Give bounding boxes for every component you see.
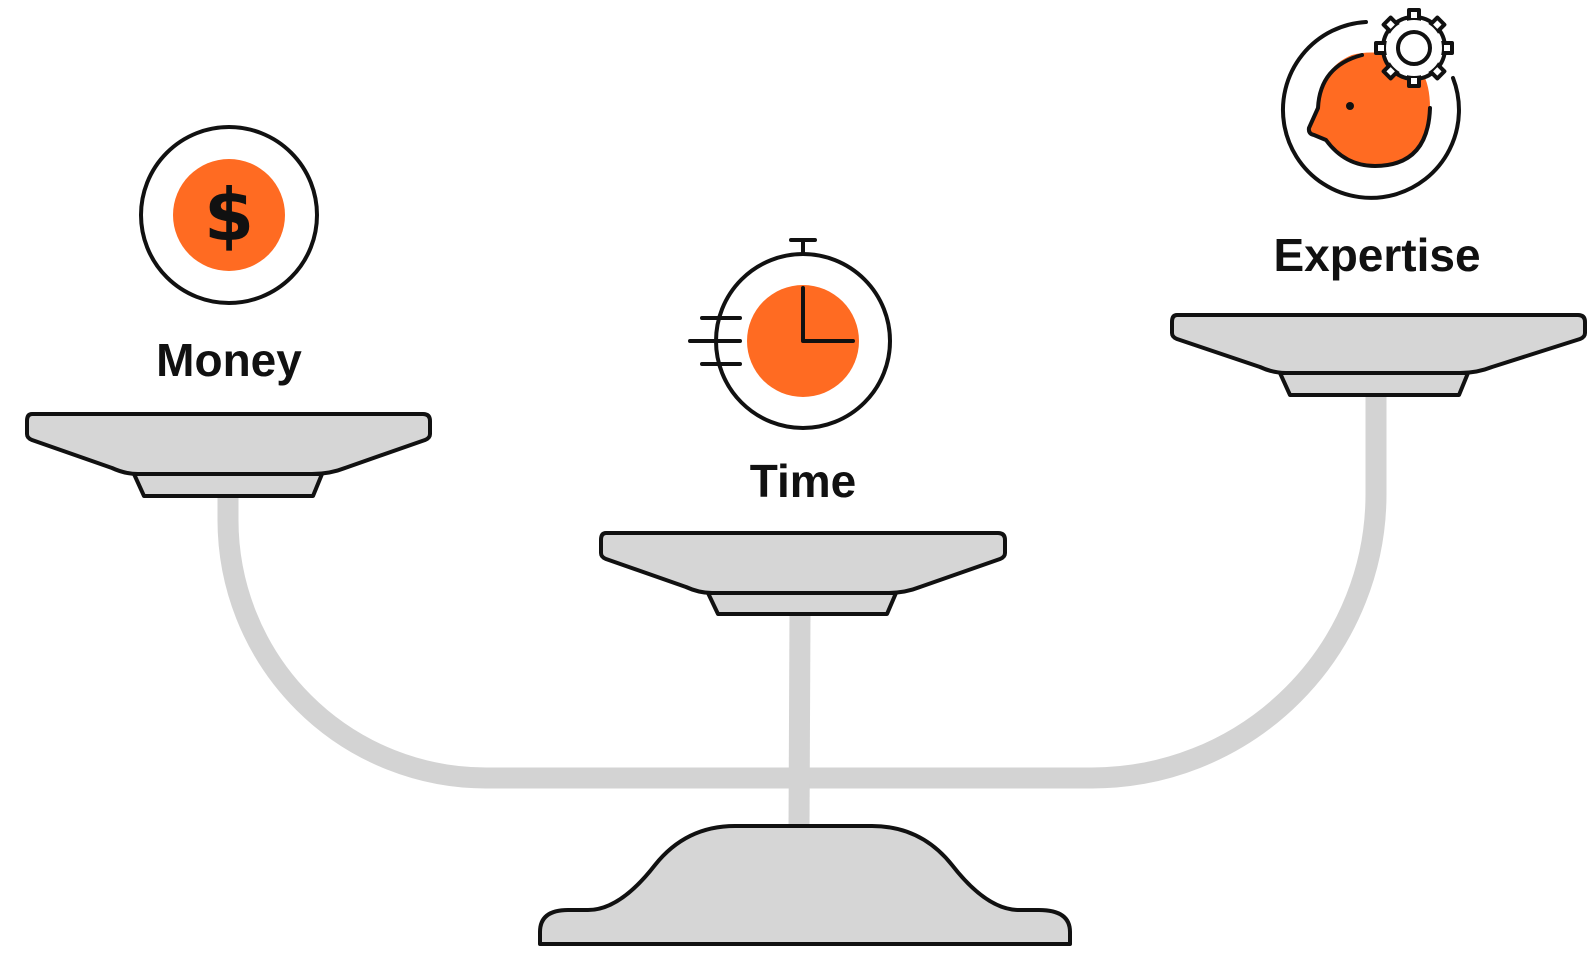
dollar-coin-icon: $ xyxy=(141,127,317,303)
money-label: Money xyxy=(156,337,302,383)
head-gear-icon xyxy=(1283,10,1459,198)
expertise-label: Expertise xyxy=(1273,232,1480,278)
right-pan xyxy=(1172,315,1585,395)
center-pan xyxy=(601,533,1005,614)
scale-base xyxy=(540,826,1070,944)
stopwatch-icon xyxy=(690,240,890,428)
left-pan xyxy=(27,414,430,496)
time-label: Time xyxy=(750,458,857,504)
dollar-sign: $ xyxy=(204,173,254,257)
scale-post xyxy=(799,612,800,828)
gear-icon xyxy=(1376,10,1452,86)
